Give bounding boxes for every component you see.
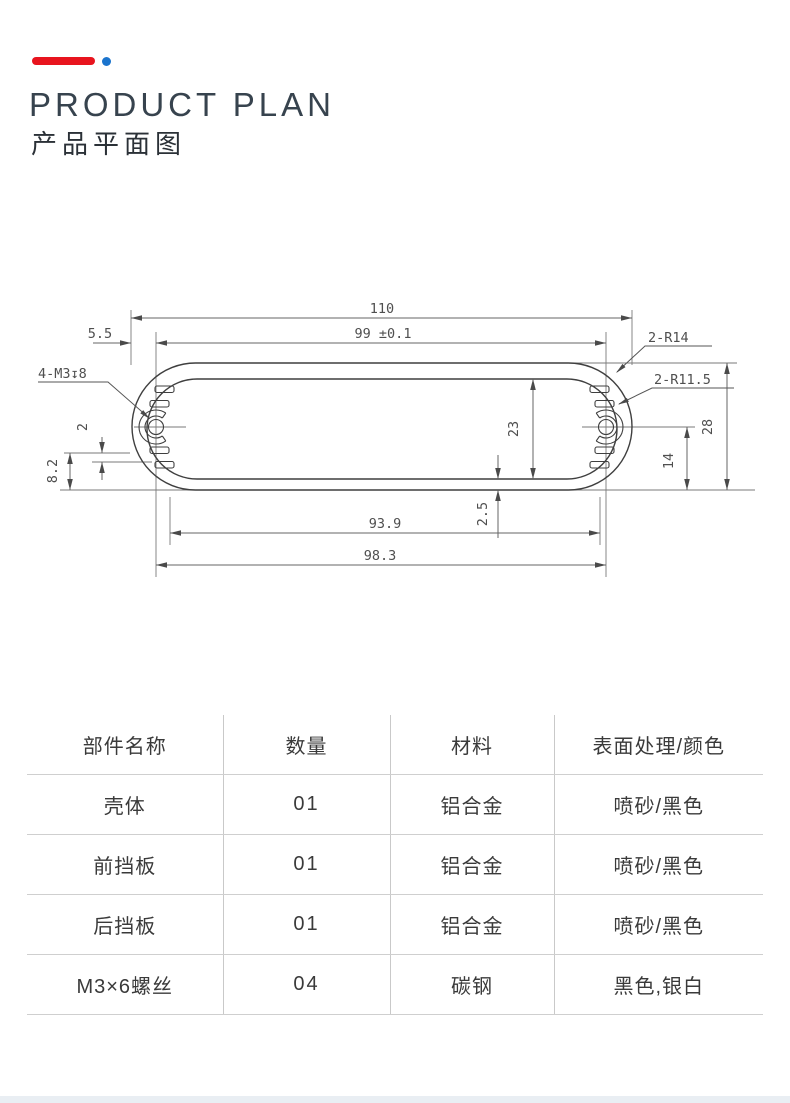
dim-inner-height: 23 xyxy=(506,421,522,437)
parts-table: 部件名称 数量 材料 表面处理/颜色 壳体 01 铝合金 喷砂/黑色 前挡板 0… xyxy=(27,715,763,1015)
cell-material: 铝合金 xyxy=(389,834,554,895)
dim-center-height: 14 xyxy=(661,453,677,469)
col-header-part-name: 部件名称 xyxy=(27,715,223,775)
right-screw-boss xyxy=(595,409,624,445)
page-title: PRODUCT PLAN xyxy=(29,86,335,123)
left-screw-boss xyxy=(138,409,167,445)
cell-part-name: 壳体 xyxy=(27,774,223,835)
cell-finish-color: 喷砂/黑色 xyxy=(553,774,763,835)
technical-drawing: 110 99 ±0.1 5.5 2-R14 2-R11.5 4-M3↧8 93.… xyxy=(38,301,755,577)
dim-inner-corner-radius: 2-R11.5 xyxy=(654,372,711,388)
cell-material: 铝合金 xyxy=(389,894,554,955)
dim-screw-thread: 4-M3↧8 xyxy=(38,366,87,382)
dim-base-offset: 8.2 xyxy=(45,459,61,483)
cell-part-name: 后挡板 xyxy=(27,894,223,955)
dim-inner-width: 93.9 xyxy=(369,516,402,532)
dim-overall-height: 28 xyxy=(700,419,716,435)
dimension-labels: 110 99 ±0.1 5.5 2-R14 2-R11.5 4-M3↧8 93.… xyxy=(38,301,716,564)
extension-lines xyxy=(60,310,755,577)
page-subtitle: 产品平面图 xyxy=(31,129,187,159)
cell-material: 碳钢 xyxy=(389,954,554,1015)
cell-quantity: 01 xyxy=(222,834,390,895)
cell-quantity: 01 xyxy=(222,774,390,835)
col-header-finish-color: 表面处理/颜色 xyxy=(553,715,763,775)
dim-overall-width: 110 xyxy=(370,301,394,317)
dim-edge-offset: 5.5 xyxy=(88,326,112,342)
table-row: M3×6螺丝 04 碳钢 黑色,银白 xyxy=(27,954,763,1015)
cell-part-name: M3×6螺丝 xyxy=(27,954,223,1015)
red-dash-accent xyxy=(32,57,95,65)
table-header-row: 部件名称 数量 材料 表面处理/颜色 xyxy=(27,715,763,775)
cell-finish-color: 喷砂/黑色 xyxy=(553,894,763,955)
col-header-quantity: 数量 xyxy=(222,715,390,775)
dim-slot-width: 98.3 xyxy=(364,548,397,564)
enclosure-profile xyxy=(131,362,633,491)
dim-bottom-wall: 2.5 xyxy=(475,502,491,526)
right-screw-teeth xyxy=(589,385,615,469)
blue-dot-accent xyxy=(102,57,111,66)
table-row: 后挡板 01 铝合金 喷砂/黑色 xyxy=(27,894,763,955)
cell-finish-color: 黑色,银白 xyxy=(553,954,763,1015)
cell-quantity: 04 xyxy=(222,954,390,1015)
cell-material: 铝合金 xyxy=(389,774,554,835)
dim-outer-corner-radius: 2-R14 xyxy=(648,330,689,346)
cell-quantity: 01 xyxy=(222,894,390,955)
dim-screw-span: 99 ±0.1 xyxy=(355,326,412,342)
table-row: 壳体 01 铝合金 喷砂/黑色 xyxy=(27,774,763,835)
col-header-material: 材料 xyxy=(389,715,554,775)
dimension-arrows xyxy=(67,315,730,568)
left-screw-teeth xyxy=(149,385,175,469)
footer-strip xyxy=(0,1096,790,1103)
dim-slot-step: 2 xyxy=(75,423,91,431)
cell-part-name: 前挡板 xyxy=(27,834,223,895)
cell-finish-color: 喷砂/黑色 xyxy=(553,834,763,895)
table-row: 前挡板 01 铝合金 喷砂/黑色 xyxy=(27,834,763,895)
